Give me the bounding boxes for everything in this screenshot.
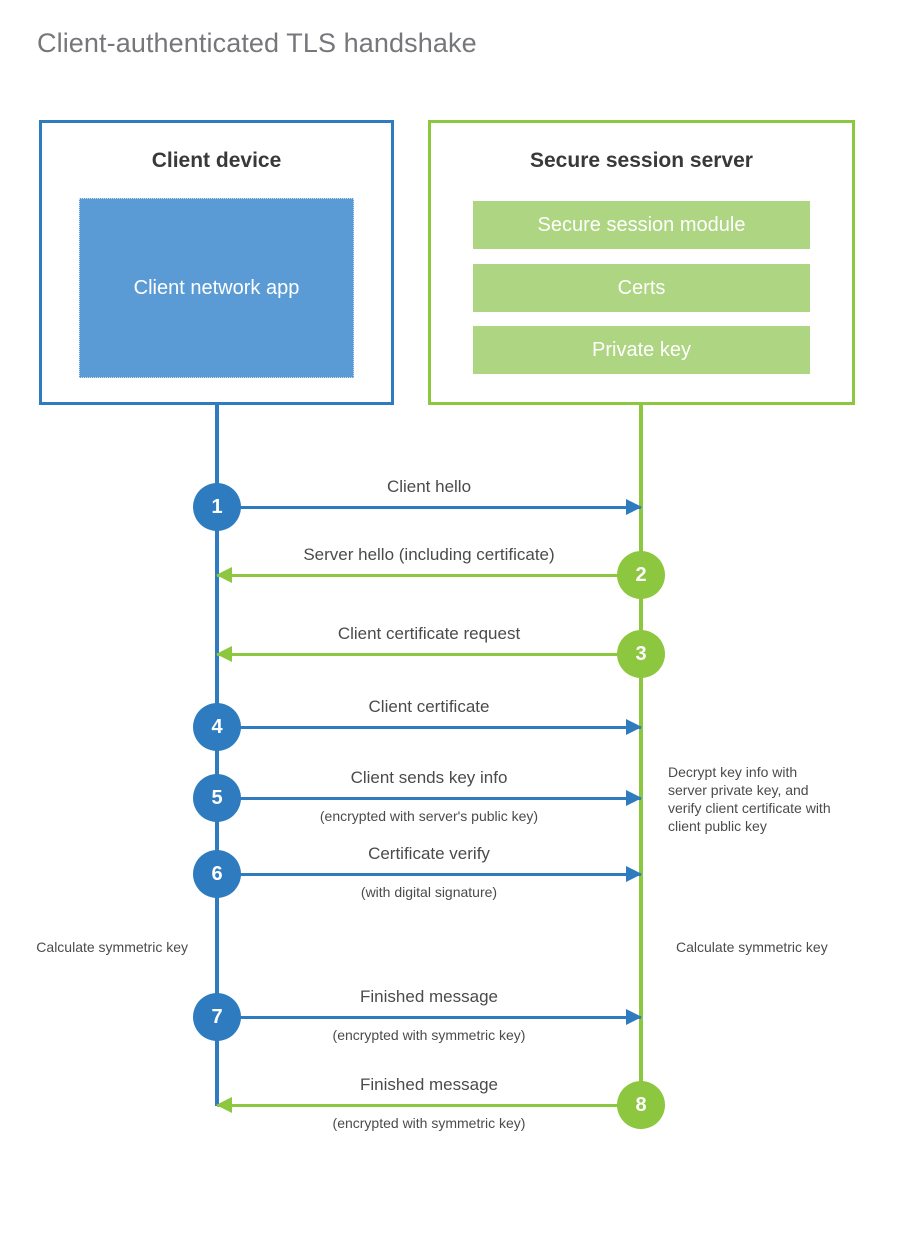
- arrow-head-left-icon: [216, 646, 232, 662]
- message-label-7: Finished message: [360, 987, 498, 1006]
- arrow-head-right-icon: [626, 1009, 642, 1025]
- message-sublabel-5: (encrypted with server's public key): [319, 808, 539, 824]
- arrow-head-right-icon: [626, 866, 642, 882]
- arrow-head-right-icon: [626, 719, 642, 735]
- message-line-2: [217, 574, 641, 577]
- annotation-server-decrypt: Decrypt key info with server private key…: [668, 764, 831, 834]
- secure-session-server-title: Secure session server: [530, 149, 753, 172]
- page-title: Client-authenticated TLS handshake: [37, 28, 477, 58]
- step-circle-1: 1: [193, 483, 241, 531]
- step-circle-6: 6: [193, 850, 241, 898]
- message-line-8: [217, 1104, 641, 1107]
- secure-session-server-box: Secure session server Secure session mod…: [428, 120, 855, 405]
- message-sublabel-8: (encrypted with symmetric key): [332, 1115, 526, 1131]
- message-label-3: Client certificate request: [337, 624, 521, 643]
- message-label-1: Client hello: [386, 477, 472, 496]
- message-label-2: Server hello (including certificate): [303, 545, 555, 564]
- message-label-5: Client sends key info: [350, 768, 508, 787]
- message-sublabel-7: (encrypted with symmetric key): [332, 1027, 526, 1043]
- message-line-6: [217, 873, 641, 876]
- message-line-7: [217, 1016, 641, 1019]
- step-circle-5: 5: [193, 774, 241, 822]
- arrow-head-right-icon: [626, 790, 642, 806]
- annotation-server-calculate-symmetric-key: Calculate symmetric key: [676, 939, 828, 955]
- message-label-4: Client certificate: [368, 697, 490, 716]
- arrow-head-left-icon: [216, 1097, 232, 1113]
- client-lifeline: [215, 403, 219, 1106]
- step-circle-2: 2: [617, 551, 665, 599]
- arrow-head-right-icon: [626, 499, 642, 515]
- message-line-5: [217, 797, 641, 800]
- server-component-secure-session-module: Secure session module: [473, 201, 810, 249]
- message-line-3: [217, 653, 641, 656]
- client-device-title: Client device: [151, 149, 282, 172]
- message-line-4: [217, 726, 641, 729]
- step-circle-7: 7: [193, 993, 241, 1041]
- step-circle-4: 4: [193, 703, 241, 751]
- message-sublabel-6: (with digital signature): [360, 884, 498, 900]
- client-network-app-box: Client network app: [79, 198, 354, 378]
- server-lifeline: [639, 403, 643, 1106]
- server-component-certs: Certs: [473, 264, 810, 312]
- client-network-app-label: Client network app: [133, 277, 300, 299]
- step-circle-8: 8: [617, 1081, 665, 1129]
- server-component-private-key: Private key: [473, 326, 810, 374]
- arrow-head-left-icon: [216, 567, 232, 583]
- annotation-client-calculate-symmetric-key: Calculate symmetric key: [36, 939, 188, 955]
- step-circle-3: 3: [617, 630, 665, 678]
- message-line-1: [217, 506, 641, 509]
- message-label-6: Certificate verify: [368, 844, 490, 863]
- message-label-8: Finished message: [360, 1075, 498, 1094]
- client-device-box: Client device Client network app: [39, 120, 394, 405]
